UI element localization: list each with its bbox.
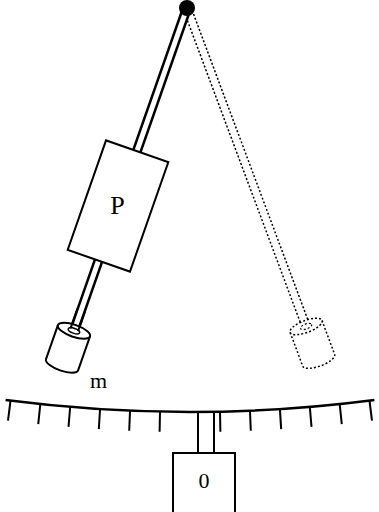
node-label: 0 — [199, 470, 210, 492]
node-label: P — [110, 193, 124, 219]
scale-ticks — [8, 401, 372, 432]
stem — [197, 412, 199, 453]
stem — [213, 412, 215, 453]
scale-tick — [340, 404, 342, 424]
mass-block: P — [98, 185, 138, 227]
pivot — [179, 0, 195, 16]
scale-tick — [68, 407, 70, 427]
scale-tick — [8, 401, 11, 421]
scale-tick — [128, 411, 131, 431]
scale-tick — [369, 401, 372, 421]
mass-cylinder — [44, 304, 97, 376]
scale-tick — [280, 409, 281, 429]
scale-tick — [310, 407, 312, 427]
scale-tick — [159, 412, 161, 432]
scale-tick — [249, 411, 252, 431]
mass-label: m — [90, 370, 107, 392]
pendulum-rod — [44, 2, 203, 376]
scale-tick — [219, 412, 221, 432]
scale-tick — [38, 404, 40, 424]
scale-tick — [99, 409, 100, 429]
zero-box: 0 — [172, 452, 236, 512]
dotted-pendulum — [171, 2, 337, 372]
scale-arc — [6, 400, 375, 412]
block-outline — [67, 140, 168, 271]
